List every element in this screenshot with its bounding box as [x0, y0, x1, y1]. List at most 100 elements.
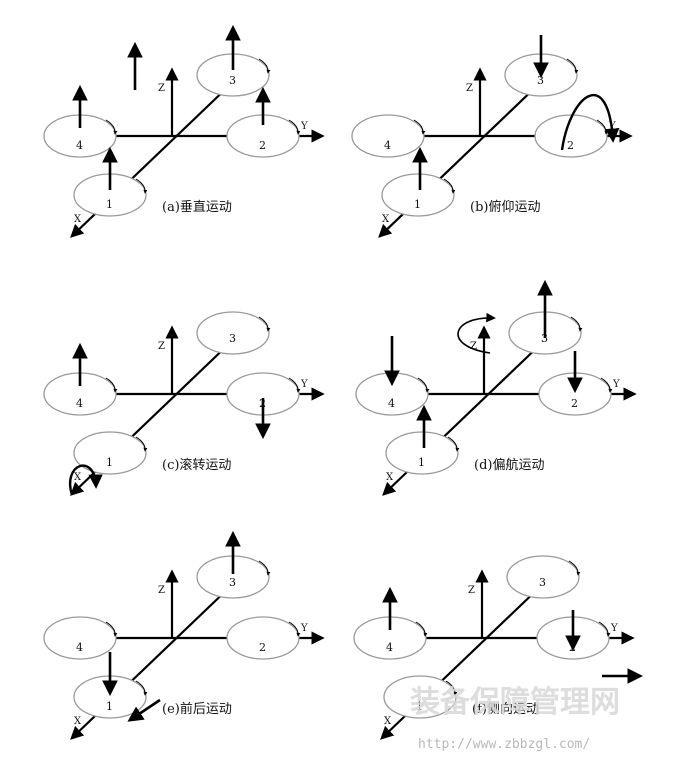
- watermark-url: http://www.zbbzgl.com/: [418, 737, 590, 752]
- x-axis-label: X: [74, 214, 82, 225]
- y-axis-label: Y: [610, 623, 618, 634]
- z-axis-label: Z: [158, 585, 165, 596]
- rotor-label-2: 2: [571, 397, 578, 410]
- rotor-3: 3: [506, 555, 581, 599]
- rotation-direction-icon: [288, 377, 301, 393]
- rotation-direction-icon: [135, 436, 148, 452]
- rotation-direction-icon: [105, 377, 118, 393]
- x-axis-label: X: [74, 472, 82, 483]
- thrust-arrow: [127, 698, 161, 722]
- panel-caption: (d)偏航运动: [474, 457, 544, 473]
- rotation-direction-icon: [105, 621, 118, 637]
- rotation-direction-icon: [598, 621, 611, 637]
- rotor-label-3: 3: [539, 576, 546, 589]
- x-axis-label: X: [382, 214, 390, 225]
- rotor-4: 4: [43, 114, 118, 158]
- panel-caption: (f)侧向运动: [472, 701, 539, 717]
- rotation-direction-icon: [445, 680, 458, 696]
- rotor-disc: [73, 431, 147, 475]
- rotor-disc: [196, 311, 270, 355]
- watermark-text: 装备保障管理网: [410, 685, 620, 720]
- rotor-label-3: 3: [541, 332, 548, 345]
- panel-caption: (a)垂直运动: [162, 200, 232, 215]
- roll-rotation-arrow: [69, 464, 103, 496]
- rotor-1: 1: [383, 675, 458, 719]
- x-axis-label: X: [384, 716, 392, 727]
- rotor-label-1: 1: [106, 198, 113, 211]
- rotation-direction-icon: [447, 436, 460, 452]
- z-axis-label: Z: [158, 83, 165, 94]
- rotation-direction-icon: [417, 377, 430, 393]
- rotor-4: 4: [43, 372, 118, 416]
- panel-d: Z Y X 1 2 3 4 (d)偏航运动: [355, 279, 637, 496]
- rotor-label-2: 2: [259, 139, 266, 152]
- rotor-1: 1: [73, 431, 148, 475]
- rotor-disc: [351, 114, 425, 158]
- z-axis-label: Z: [470, 341, 477, 352]
- rotation-direction-icon: [105, 119, 118, 135]
- rotor-disc: [383, 675, 457, 719]
- x-axis-label: X: [386, 472, 394, 483]
- x-axis-label: X: [74, 716, 82, 727]
- rotor-3: 3: [196, 53, 271, 97]
- rotor-label-3: 3: [229, 332, 236, 345]
- rotor-label-2: 2: [567, 139, 574, 152]
- rotor-label-1: 1: [414, 198, 421, 211]
- rotor-label-1: 1: [416, 700, 423, 713]
- panel-caption: (b)俯仰运动: [470, 199, 540, 215]
- rotation-direction-icon: [135, 178, 148, 194]
- rotation-direction-icon: [443, 178, 456, 194]
- rotation-direction-icon: [258, 316, 271, 332]
- rotor-4: 4: [353, 616, 428, 660]
- rotation-direction-icon: [570, 316, 583, 332]
- rotor-disc: [43, 616, 117, 660]
- yaw-rotation-arrow: [457, 312, 496, 354]
- rotor-label-4: 4: [388, 397, 395, 410]
- pitch-rotation-arrow: [560, 93, 620, 151]
- rotation-direction-icon: [566, 58, 579, 74]
- rotor-label-1: 1: [106, 456, 113, 469]
- rotor-3: 3: [196, 311, 271, 355]
- rotor-label-1: 1: [106, 700, 113, 713]
- rotor-1: 1: [381, 173, 456, 217]
- rotor-label-4: 4: [76, 139, 83, 152]
- rotation-direction-icon: [288, 621, 301, 637]
- panel-caption: (c)滚转运动: [162, 457, 231, 473]
- rotation-direction-icon: [258, 58, 271, 74]
- rotor-label-4: 4: [76, 641, 83, 654]
- rotor-4: 4: [351, 114, 426, 158]
- watermark: 装备保障管理网 http://www.zbbzgl.com/: [410, 685, 620, 752]
- y-axis-label: Y: [612, 379, 620, 390]
- rotor-4: 4: [43, 616, 118, 660]
- rotor-label-4: 4: [384, 139, 391, 152]
- rotation-direction-icon: [415, 621, 428, 637]
- rotor-disc: [226, 616, 300, 660]
- rotor-label-4: 4: [76, 397, 83, 410]
- rotor-disc: [506, 555, 580, 599]
- rotation-direction-icon: [600, 377, 613, 393]
- rotor-2: 2: [226, 616, 301, 660]
- rotor-label-4: 4: [386, 641, 393, 654]
- rotation-direction-icon: [288, 119, 301, 135]
- rotation-direction-icon: [258, 560, 271, 576]
- rotor-3: 3: [196, 555, 271, 599]
- z-axis-label: Z: [466, 83, 473, 94]
- z-axis-label: Z: [468, 585, 475, 596]
- rotor-2: 2: [534, 114, 609, 158]
- rotor-label-1: 1: [418, 456, 425, 469]
- rotor-label-2: 2: [259, 641, 266, 654]
- rotation-direction-icon: [135, 680, 148, 696]
- y-axis-label: Y: [300, 623, 308, 634]
- rotor-label-3: 3: [229, 74, 236, 87]
- y-axis-label: Y: [300, 379, 308, 390]
- rotor-disc: [385, 431, 459, 475]
- rotor-disc: [381, 173, 455, 217]
- rotor-label-3: 3: [537, 74, 544, 87]
- rotor-1: 1: [385, 431, 460, 475]
